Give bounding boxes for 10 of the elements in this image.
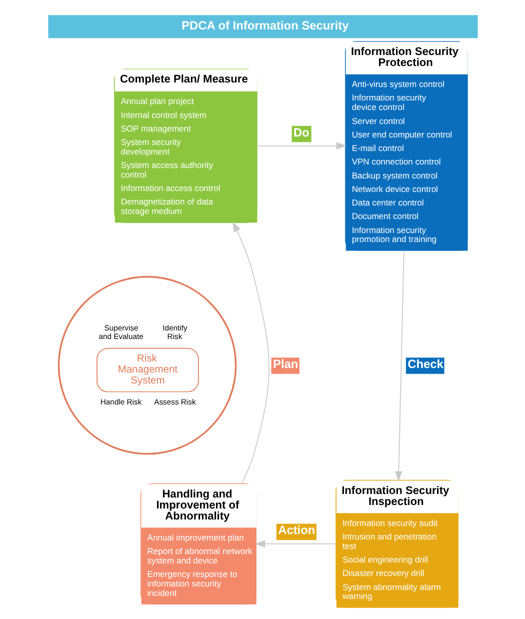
node-circle: Supervise and Evaluate Identify Risk Risk Management System Handle Risk Assess Risk: [57, 276, 236, 455]
edge-label: Plan: [272, 357, 298, 372]
arrow: [394, 250, 404, 482]
diagram-title: PDCA of Information Security: [181, 18, 348, 32]
arrow: [256, 142, 346, 150]
arrow: [254, 540, 336, 548]
edge-label: Do: [292, 125, 309, 140]
arrow: [232, 222, 269, 484]
edge-label: Check: [407, 357, 443, 372]
edge-label: Action: [278, 523, 315, 538]
